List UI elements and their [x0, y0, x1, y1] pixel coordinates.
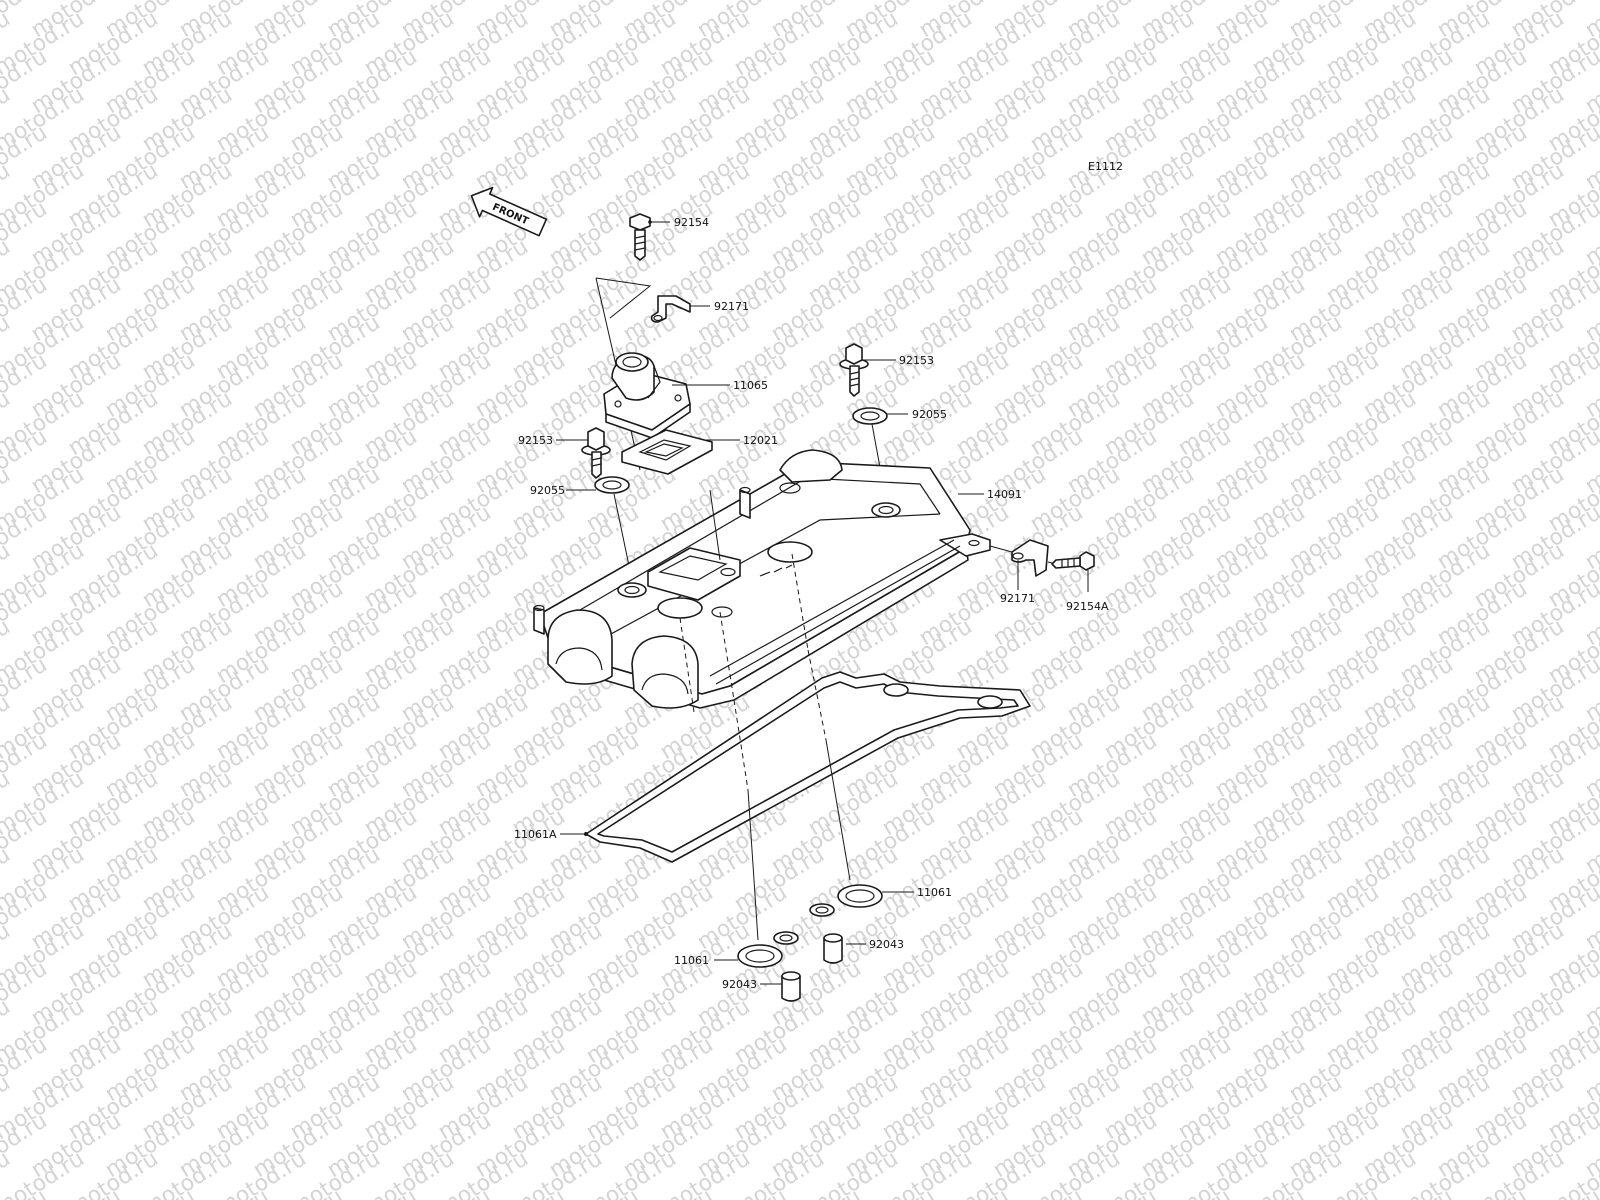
- bolt-92153-left-icon: [581, 427, 611, 479]
- callout-11061-right: 11061: [917, 886, 952, 899]
- head-cover-gasket-11061A-icon: [585, 671, 1031, 863]
- callout-92171-right: 92171: [1000, 592, 1035, 605]
- plug-gasket-11061-left-icon: [737, 931, 799, 968]
- dowel-92043-left-icon: [781, 971, 801, 1002]
- breather-cover-11065-icon: [603, 352, 691, 439]
- callout-92153-right: 92153: [899, 354, 934, 367]
- callout-14091: 14091: [987, 488, 1022, 501]
- callout-92153-left: 92153: [518, 434, 553, 447]
- diagram-ref-code: E1112: [1088, 160, 1123, 173]
- plug-gasket-11061-right-icon: [809, 884, 883, 917]
- gasket-12021-icon: [621, 429, 713, 475]
- callout-92055-left: 92055: [530, 484, 565, 497]
- clamp-92171-right-icon: [1011, 539, 1049, 577]
- callout-92154A: 92154A: [1066, 600, 1109, 613]
- washer-92055-right-icon: [852, 407, 888, 425]
- callout-12021: 12021: [743, 434, 778, 447]
- bolt-92154A-icon: [1051, 551, 1095, 571]
- callout-11061A: 11061A: [514, 828, 557, 841]
- callout-92154: 92154: [674, 216, 709, 229]
- callout-92171-top: 92171: [714, 300, 749, 313]
- washer-92055-left-icon: [594, 476, 630, 494]
- bolt-92154-icon: [629, 213, 651, 261]
- dowel-92043-right-icon: [823, 933, 843, 964]
- callout-92043-right: 92043: [869, 938, 904, 951]
- callout-11061-left: 11061: [674, 954, 709, 967]
- clamp-92171-icon: [650, 295, 691, 323]
- bolt-92153-right-icon: [839, 343, 869, 397]
- callout-92043-left: 92043: [722, 978, 757, 991]
- callout-92055-right: 92055: [912, 408, 947, 421]
- callout-11065: 11065: [733, 379, 768, 392]
- cylinder-head-cover-14091-icon: [533, 449, 991, 709]
